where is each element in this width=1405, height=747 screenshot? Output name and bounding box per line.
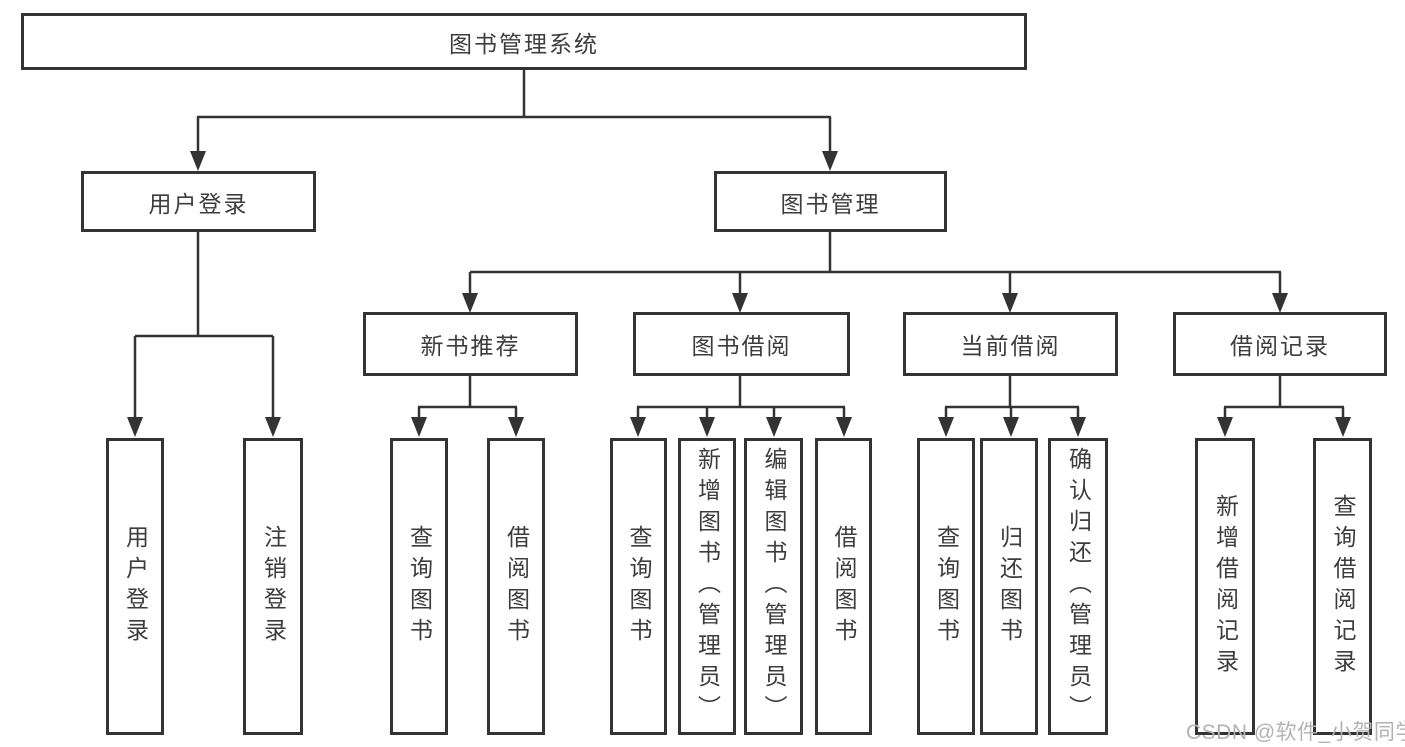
leaf-add-borrow-record: 新增借阅记录 — [1195, 438, 1255, 735]
leaf-query-books-current: 查询图书 — [917, 438, 975, 735]
leaf-user-login: 用户登录 — [106, 438, 164, 735]
leaf-confirm-return-admin: 确认归还（管理员） — [1048, 438, 1108, 735]
node-current-borrow: 当前借阅 — [903, 312, 1118, 376]
csdn-watermark: CSDN @软件_小贺同学 — [1186, 721, 1405, 744]
node-borrow-records: 借阅记录 — [1173, 312, 1387, 376]
leaf-query-borrow-record: 查询借阅记录 — [1313, 438, 1372, 735]
node-new-book-recommend: 新书推荐 — [363, 312, 578, 376]
leaf-borrow-books-borrow: 借阅图书 — [815, 438, 872, 735]
leaf-borrow-books-recommend: 借阅图书 — [487, 438, 545, 735]
node-book-borrow: 图书借阅 — [633, 312, 850, 376]
node-root: 图书管理系统 — [21, 13, 1027, 70]
arrowheads — [127, 151, 1351, 437]
leaf-query-books-borrow: 查询图书 — [610, 438, 667, 735]
connector-segments — [133, 70, 1345, 421]
leaf-edit-book-admin: 编辑图书（管理员） — [744, 438, 803, 735]
leaf-return-books: 归还图书 — [980, 438, 1038, 735]
leaf-add-book-admin: 新增图书（管理员） — [678, 438, 736, 735]
node-user-login: 用户登录 — [81, 171, 316, 232]
leaf-logout: 注销登录 — [243, 438, 303, 735]
node-book-management: 图书管理 — [714, 171, 947, 232]
leaf-query-books-recommend: 查询图书 — [390, 438, 448, 735]
